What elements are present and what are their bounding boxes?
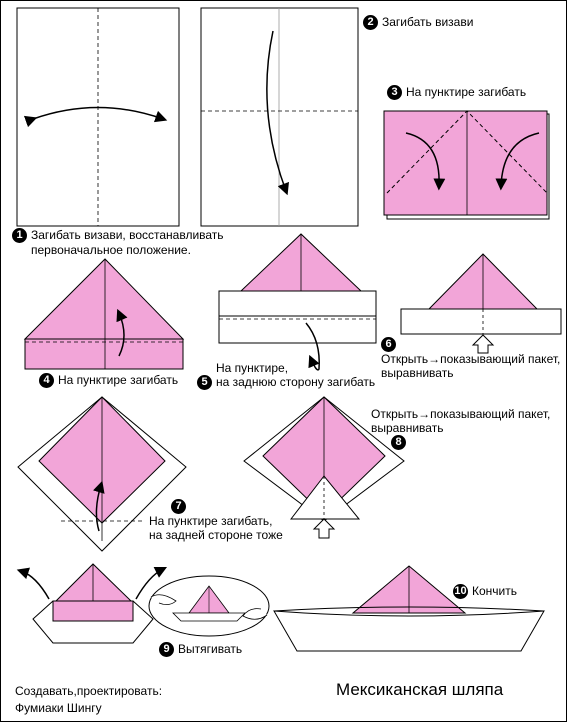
step10-hat [273, 565, 545, 652]
credits-line-2: Фумиаки Шингу [15, 701, 102, 715]
step9-hands [148, 575, 270, 637]
step8-shape [243, 396, 405, 539]
step2-sheet [200, 7, 359, 227]
step9-shape [16, 563, 168, 644]
credits-line-1: Создавать,проектировать: [15, 684, 163, 698]
step6-shape [400, 253, 562, 354]
step5-shape [218, 233, 377, 371]
step1-sheet [16, 7, 180, 227]
credits: Создавать,проектировать: Фумиаки Шингу [15, 684, 162, 715]
step7-shape [17, 396, 187, 552]
step3-sheet [383, 110, 550, 220]
step7-label: 7 На пунктире загибать, на задней сторон… [149, 499, 283, 543]
step8-label: Открыть→показывающий пакет, выравнивать … [371, 407, 551, 451]
step6-label: 6 Открыть→показывающий пакет, выравниват… [381, 337, 561, 381]
step4-shape [23, 258, 185, 370]
page-title: Мексиканская шляпа [336, 680, 504, 699]
